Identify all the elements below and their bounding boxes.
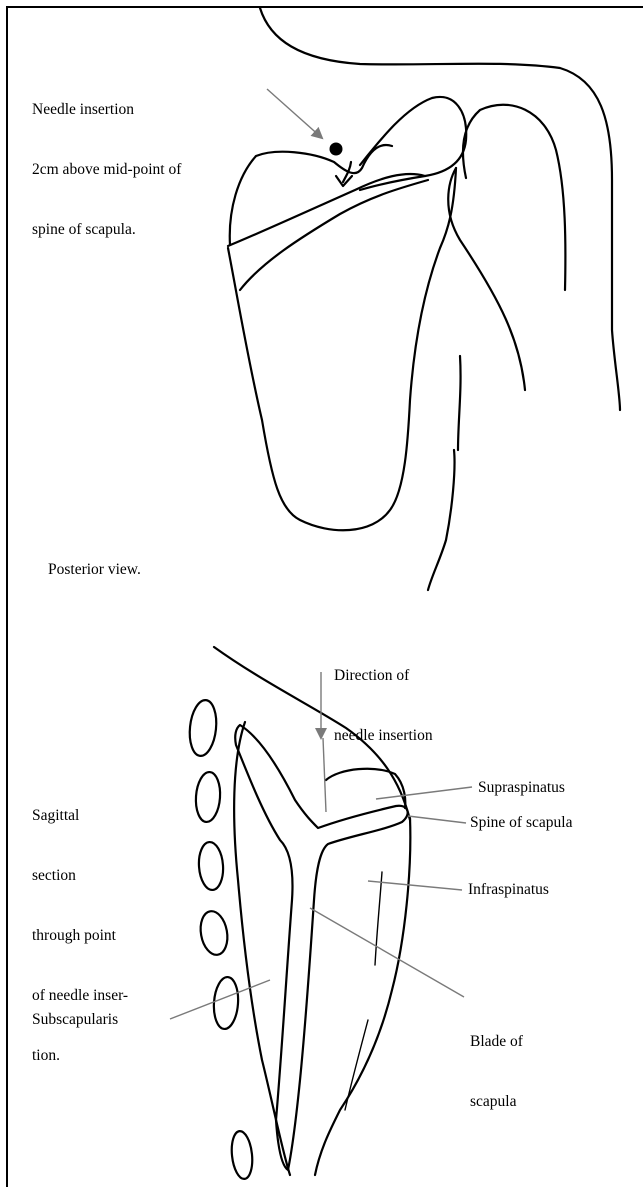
spine-lower-edge bbox=[240, 180, 428, 290]
blade-of-scapula-label: Blade of scapula bbox=[470, 992, 523, 1132]
rib-3 bbox=[197, 841, 224, 891]
acromion bbox=[360, 97, 466, 190]
arm-line bbox=[428, 450, 455, 590]
supraspinatus-label: Supraspinatus bbox=[478, 778, 565, 798]
infraspinatus-label: Infraspinatus bbox=[468, 880, 549, 900]
rib-6 bbox=[230, 1130, 255, 1180]
blade-leader bbox=[310, 908, 464, 997]
humeral-head bbox=[463, 105, 565, 290]
direction-label: Direction of needle insertion bbox=[334, 626, 433, 766]
direction-arrow-extension bbox=[323, 738, 326, 812]
rib-4 bbox=[197, 909, 230, 957]
rib-1 bbox=[187, 699, 219, 757]
axillary-line bbox=[458, 356, 461, 450]
needle-insertion-label: Needle insertion 2cm above mid-point of … bbox=[32, 60, 181, 260]
scapula-outline bbox=[228, 145, 456, 530]
spine-of-scapula-label: Spine of scapula bbox=[470, 813, 572, 833]
posterior-view-label: Posterior view. bbox=[48, 560, 141, 580]
supraspinatus-leader bbox=[376, 787, 472, 799]
sagittal-section-label: Sagittal section through point of needle… bbox=[32, 766, 128, 1086]
spine-of-scapula bbox=[228, 174, 425, 246]
supraspinatus-outline bbox=[326, 769, 405, 808]
subscapularis-leader bbox=[170, 980, 270, 1019]
subscapularis-label: Subscapularis bbox=[32, 1010, 118, 1030]
scapula-section bbox=[235, 725, 407, 1170]
infraspinatus-leader bbox=[368, 881, 462, 890]
spine-leader bbox=[408, 816, 466, 823]
rib-2 bbox=[194, 771, 221, 823]
rib-5 bbox=[212, 976, 240, 1030]
infraspinatus-dashes bbox=[345, 872, 382, 1110]
needle-label-leader bbox=[267, 89, 322, 138]
needle-point bbox=[330, 143, 343, 156]
muscle-outline bbox=[234, 722, 410, 1175]
